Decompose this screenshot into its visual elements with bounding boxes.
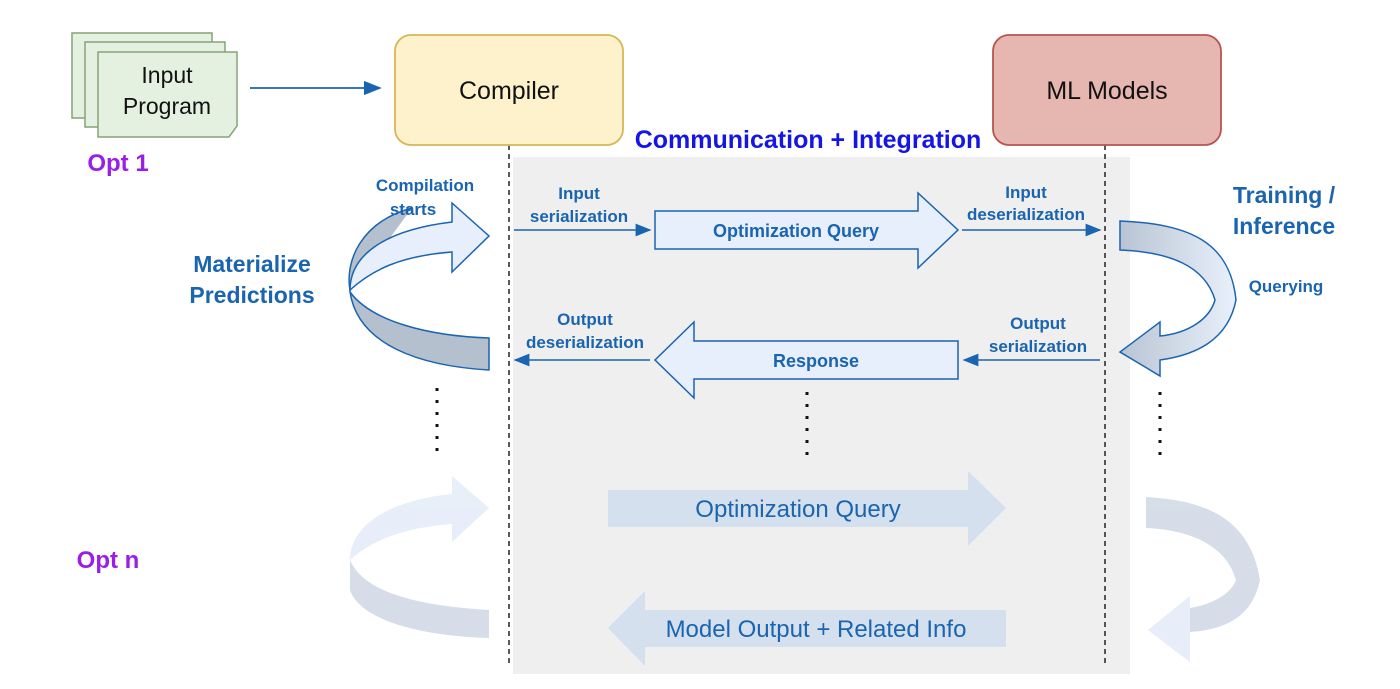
input-deserialization-line2: deserialization bbox=[967, 205, 1085, 224]
opt-n-label: Opt n bbox=[77, 547, 140, 574]
input-serialization-line2: serialization bbox=[530, 207, 628, 226]
ml-cycle-arrow bbox=[1118, 220, 1237, 378]
optimization-query-arrow: Optimization Query bbox=[654, 191, 960, 270]
input-program-doc-front bbox=[97, 51, 238, 138]
input-program-stack: Input Program bbox=[71, 32, 238, 138]
compilation-starts-line1: Compilation bbox=[376, 176, 474, 195]
opt-1-label: Opt 1 bbox=[87, 150, 148, 177]
faded-optimization-query-label: Optimization Query bbox=[695, 496, 900, 523]
compiler-label: Compiler bbox=[459, 77, 559, 105]
materialize-predictions-line2: Predictions bbox=[189, 282, 314, 308]
optimization-query-label: Optimization Query bbox=[713, 221, 879, 241]
faded-optimization-query-arrow: Optimization Query bbox=[608, 471, 1006, 546]
compiler-cycle-arrow bbox=[348, 201, 491, 371]
output-serialization-line2: serialization bbox=[989, 337, 1087, 356]
input-deserialization-line1: Input bbox=[1005, 183, 1047, 202]
faded-model-output-label: Model Output + Related Info bbox=[666, 616, 967, 643]
output-serialization-line1: Output bbox=[1010, 314, 1066, 333]
faded-ml-cycle-arrow bbox=[1146, 497, 1260, 662]
response-label: Response bbox=[773, 351, 859, 371]
training-inference-line2: Inference bbox=[1233, 213, 1335, 239]
faded-model-output-arrow: Model Output + Related Info bbox=[608, 591, 1006, 666]
ml-models-box: ML Models bbox=[992, 34, 1222, 146]
output-deserialization-line1: Output bbox=[557, 310, 613, 329]
faded-compiler-cycle-arrow bbox=[350, 476, 489, 638]
input-program-line2: Program bbox=[123, 93, 211, 119]
output-deserialization-line2: deserialization bbox=[526, 333, 644, 352]
compiler-box: Compiler bbox=[394, 34, 624, 146]
communication-title: Communication + Integration bbox=[635, 126, 982, 154]
input-program-line1: Input bbox=[141, 62, 193, 88]
ml-models-label: ML Models bbox=[1046, 77, 1167, 105]
querying-label: Querying bbox=[1249, 277, 1324, 296]
training-inference-line1: Training / bbox=[1233, 182, 1336, 208]
materialize-predictions-line1: Materialize bbox=[193, 251, 311, 277]
response-arrow: Response bbox=[653, 320, 959, 400]
compilation-starts-line2: starts bbox=[390, 200, 436, 219]
input-serialization-line1: Input bbox=[558, 184, 600, 203]
